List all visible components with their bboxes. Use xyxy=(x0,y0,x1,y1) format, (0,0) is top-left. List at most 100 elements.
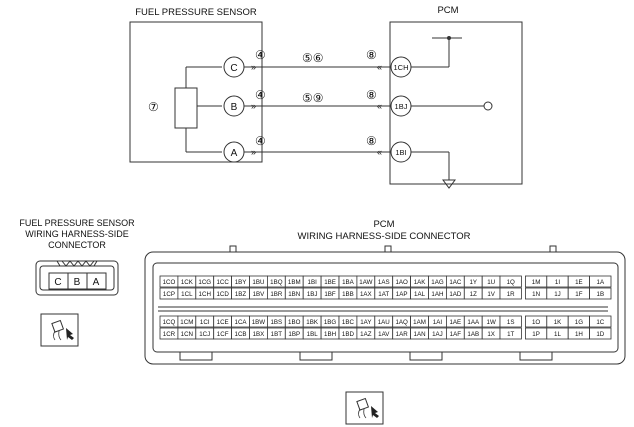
pcm-pin-label: 1AW xyxy=(359,279,372,286)
svg-text:A: A xyxy=(231,148,238,159)
pcm-pin-label: 1AF xyxy=(450,331,462,338)
pcm-pin-label: 1T xyxy=(507,331,514,338)
pcm-pin-label: 1AC xyxy=(449,279,462,286)
pcm-pin-label: 1X xyxy=(487,331,495,338)
pcm-pin-label: 1Z xyxy=(470,291,477,298)
pcm-pin-label: 1BQ xyxy=(270,279,283,286)
pcm-pin-label: 1BA xyxy=(342,279,355,286)
pcm-pin-label: 1C xyxy=(596,319,604,326)
pcm-pin-label: 1M xyxy=(532,279,541,286)
pcm-pin-label: 1CH xyxy=(199,291,211,298)
callout-wire-b-right: ⑧ xyxy=(366,88,377,102)
svg-text:PCM: PCM xyxy=(373,219,394,230)
pcm-pin-label: 1BP xyxy=(288,331,300,338)
pcm-pin-label: 1BG xyxy=(324,319,337,326)
callout-wire-b-mid: ⑤⑨ xyxy=(302,91,324,105)
pcm-pin-label: 1BW xyxy=(252,319,266,326)
ground-icon xyxy=(442,179,456,189)
svg-text:»: » xyxy=(251,62,256,72)
pcm-pin-label: 1I xyxy=(555,279,560,286)
pcm-pin-label: 1CF xyxy=(217,331,229,338)
pcm-pin-cell xyxy=(499,327,522,340)
pcm-pin-label: 1W xyxy=(487,319,496,326)
svg-text:CONNECTOR: CONNECTOR xyxy=(48,240,106,250)
pcm-pin-label: 1CO xyxy=(163,279,176,286)
connector-marks: »»» ««« xyxy=(251,62,382,157)
pcm-pin-label: 1D xyxy=(596,331,604,338)
pcm-pin-label: 1BZ xyxy=(235,291,247,298)
pcm-box xyxy=(389,21,523,185)
pcm-terminal-1bj: 1BJ xyxy=(390,95,412,117)
svg-text:«: « xyxy=(377,101,382,111)
pcm-pin-label: 1CK xyxy=(181,279,194,286)
pcm-pin-label: 1R xyxy=(507,291,515,298)
svg-text:1BI: 1BI xyxy=(395,148,406,157)
pcm-pin-label: 1BB xyxy=(342,291,354,298)
pcm-pin-label: 1U xyxy=(487,279,495,286)
pcm-pin-label: 1AK xyxy=(414,279,427,286)
pcm-pin-label: 1S xyxy=(507,319,515,326)
pcm-pin-label: 1BL xyxy=(307,331,319,338)
pcm-pin-label: 1CR xyxy=(163,331,176,338)
pcm-pin-label: 1N xyxy=(532,291,540,298)
pcm-pin-label: 1AG xyxy=(431,279,444,286)
sensor-terminal-a: A xyxy=(223,141,245,163)
pcm-pin-label: 1AO xyxy=(395,279,408,286)
pcm-pin-label: 1AQ xyxy=(395,319,408,326)
pcm-pin-label: 1AY xyxy=(360,319,371,326)
pcm-terminal-1ch: 1CH xyxy=(390,56,412,78)
pcm-pin-label: 1E xyxy=(575,279,583,286)
pcm-pin-label: 1CL xyxy=(181,291,193,298)
callout-wire-b-left: ④ xyxy=(255,88,266,102)
sensor-box xyxy=(129,21,263,163)
svg-text:WIRING HARNESS-SIDE: WIRING HARNESS-SIDE xyxy=(25,229,129,239)
pcm-pin-label: 1BM xyxy=(288,279,301,286)
svg-text:«: « xyxy=(377,147,382,157)
pcm-pin-label: 1AA xyxy=(467,319,480,326)
pcm-pin-label: 1BT xyxy=(271,331,283,338)
sensor-element xyxy=(174,87,198,129)
sensor-connector-title: FUEL PRESSURE SENSOR WIRING HARNESS-SIDE… xyxy=(19,218,135,250)
pcm-pin-label: 1BI xyxy=(308,279,318,286)
svg-text:»: » xyxy=(251,147,256,157)
pcm-pin-label: 1BU xyxy=(252,279,264,286)
pcm-pin-label: 1CQ xyxy=(163,319,176,326)
pcm-pin-label: 1BE xyxy=(324,279,336,286)
svg-text:»: » xyxy=(251,101,256,111)
pcm-pin-label: 1AS xyxy=(378,279,390,286)
pcm-pin-label: 1AV xyxy=(378,331,390,338)
pcm-pin-cell xyxy=(589,287,612,300)
pcm-pin-label: 1O xyxy=(532,319,540,326)
sensor-terminal-b: B xyxy=(223,95,245,117)
callout-wire-c-mid: ⑤⑥ xyxy=(302,51,324,65)
pcm-pin-label: 1BY xyxy=(235,279,247,286)
pcm-pin-label: 1F xyxy=(575,291,582,298)
svg-text:B: B xyxy=(231,102,238,113)
pcm-pin-label: 1J xyxy=(554,291,561,298)
svg-text:WIRING HARNESS-SIDE CONNECTOR: WIRING HARNESS-SIDE CONNECTOR xyxy=(298,231,471,242)
sensor-pin-c: C xyxy=(54,277,61,288)
pcm-pin-label: 1AM xyxy=(413,319,426,326)
pcm-pin-label: 1AX xyxy=(360,291,372,298)
sensor-terminal-c: C xyxy=(223,56,245,78)
pcm-pin-label: 1AJ xyxy=(432,331,443,338)
svg-text:FUEL PRESSURE SENSOR: FUEL PRESSURE SENSOR xyxy=(19,218,135,228)
pcm-pin-label: 1CM xyxy=(180,319,193,326)
pcm-pin-label: 1BO xyxy=(288,319,301,326)
pcm-pin-label: 1AE xyxy=(449,319,461,326)
view-direction-icon xyxy=(40,313,79,347)
pcm-pin-label: 1K xyxy=(554,319,562,326)
pcm-pin-cell xyxy=(589,327,612,340)
pcm-pin-label: 1AD xyxy=(449,291,462,298)
pcm-pin-label: 1CP xyxy=(163,291,175,298)
pcm-pin-label: 1G xyxy=(575,319,583,326)
pcm-pin-label: 1BH xyxy=(324,331,336,338)
pcm-pin-label: 1A xyxy=(597,279,605,286)
svg-text:C: C xyxy=(230,63,237,74)
pcm-pin-label: 1CA xyxy=(235,319,248,326)
pcm-pin-cell xyxy=(499,275,522,288)
pcm-pin-label: 1AL xyxy=(414,291,426,298)
pcm-pin-label: 1CB xyxy=(235,331,247,338)
pcm-pin-label: 1AP xyxy=(396,291,408,298)
